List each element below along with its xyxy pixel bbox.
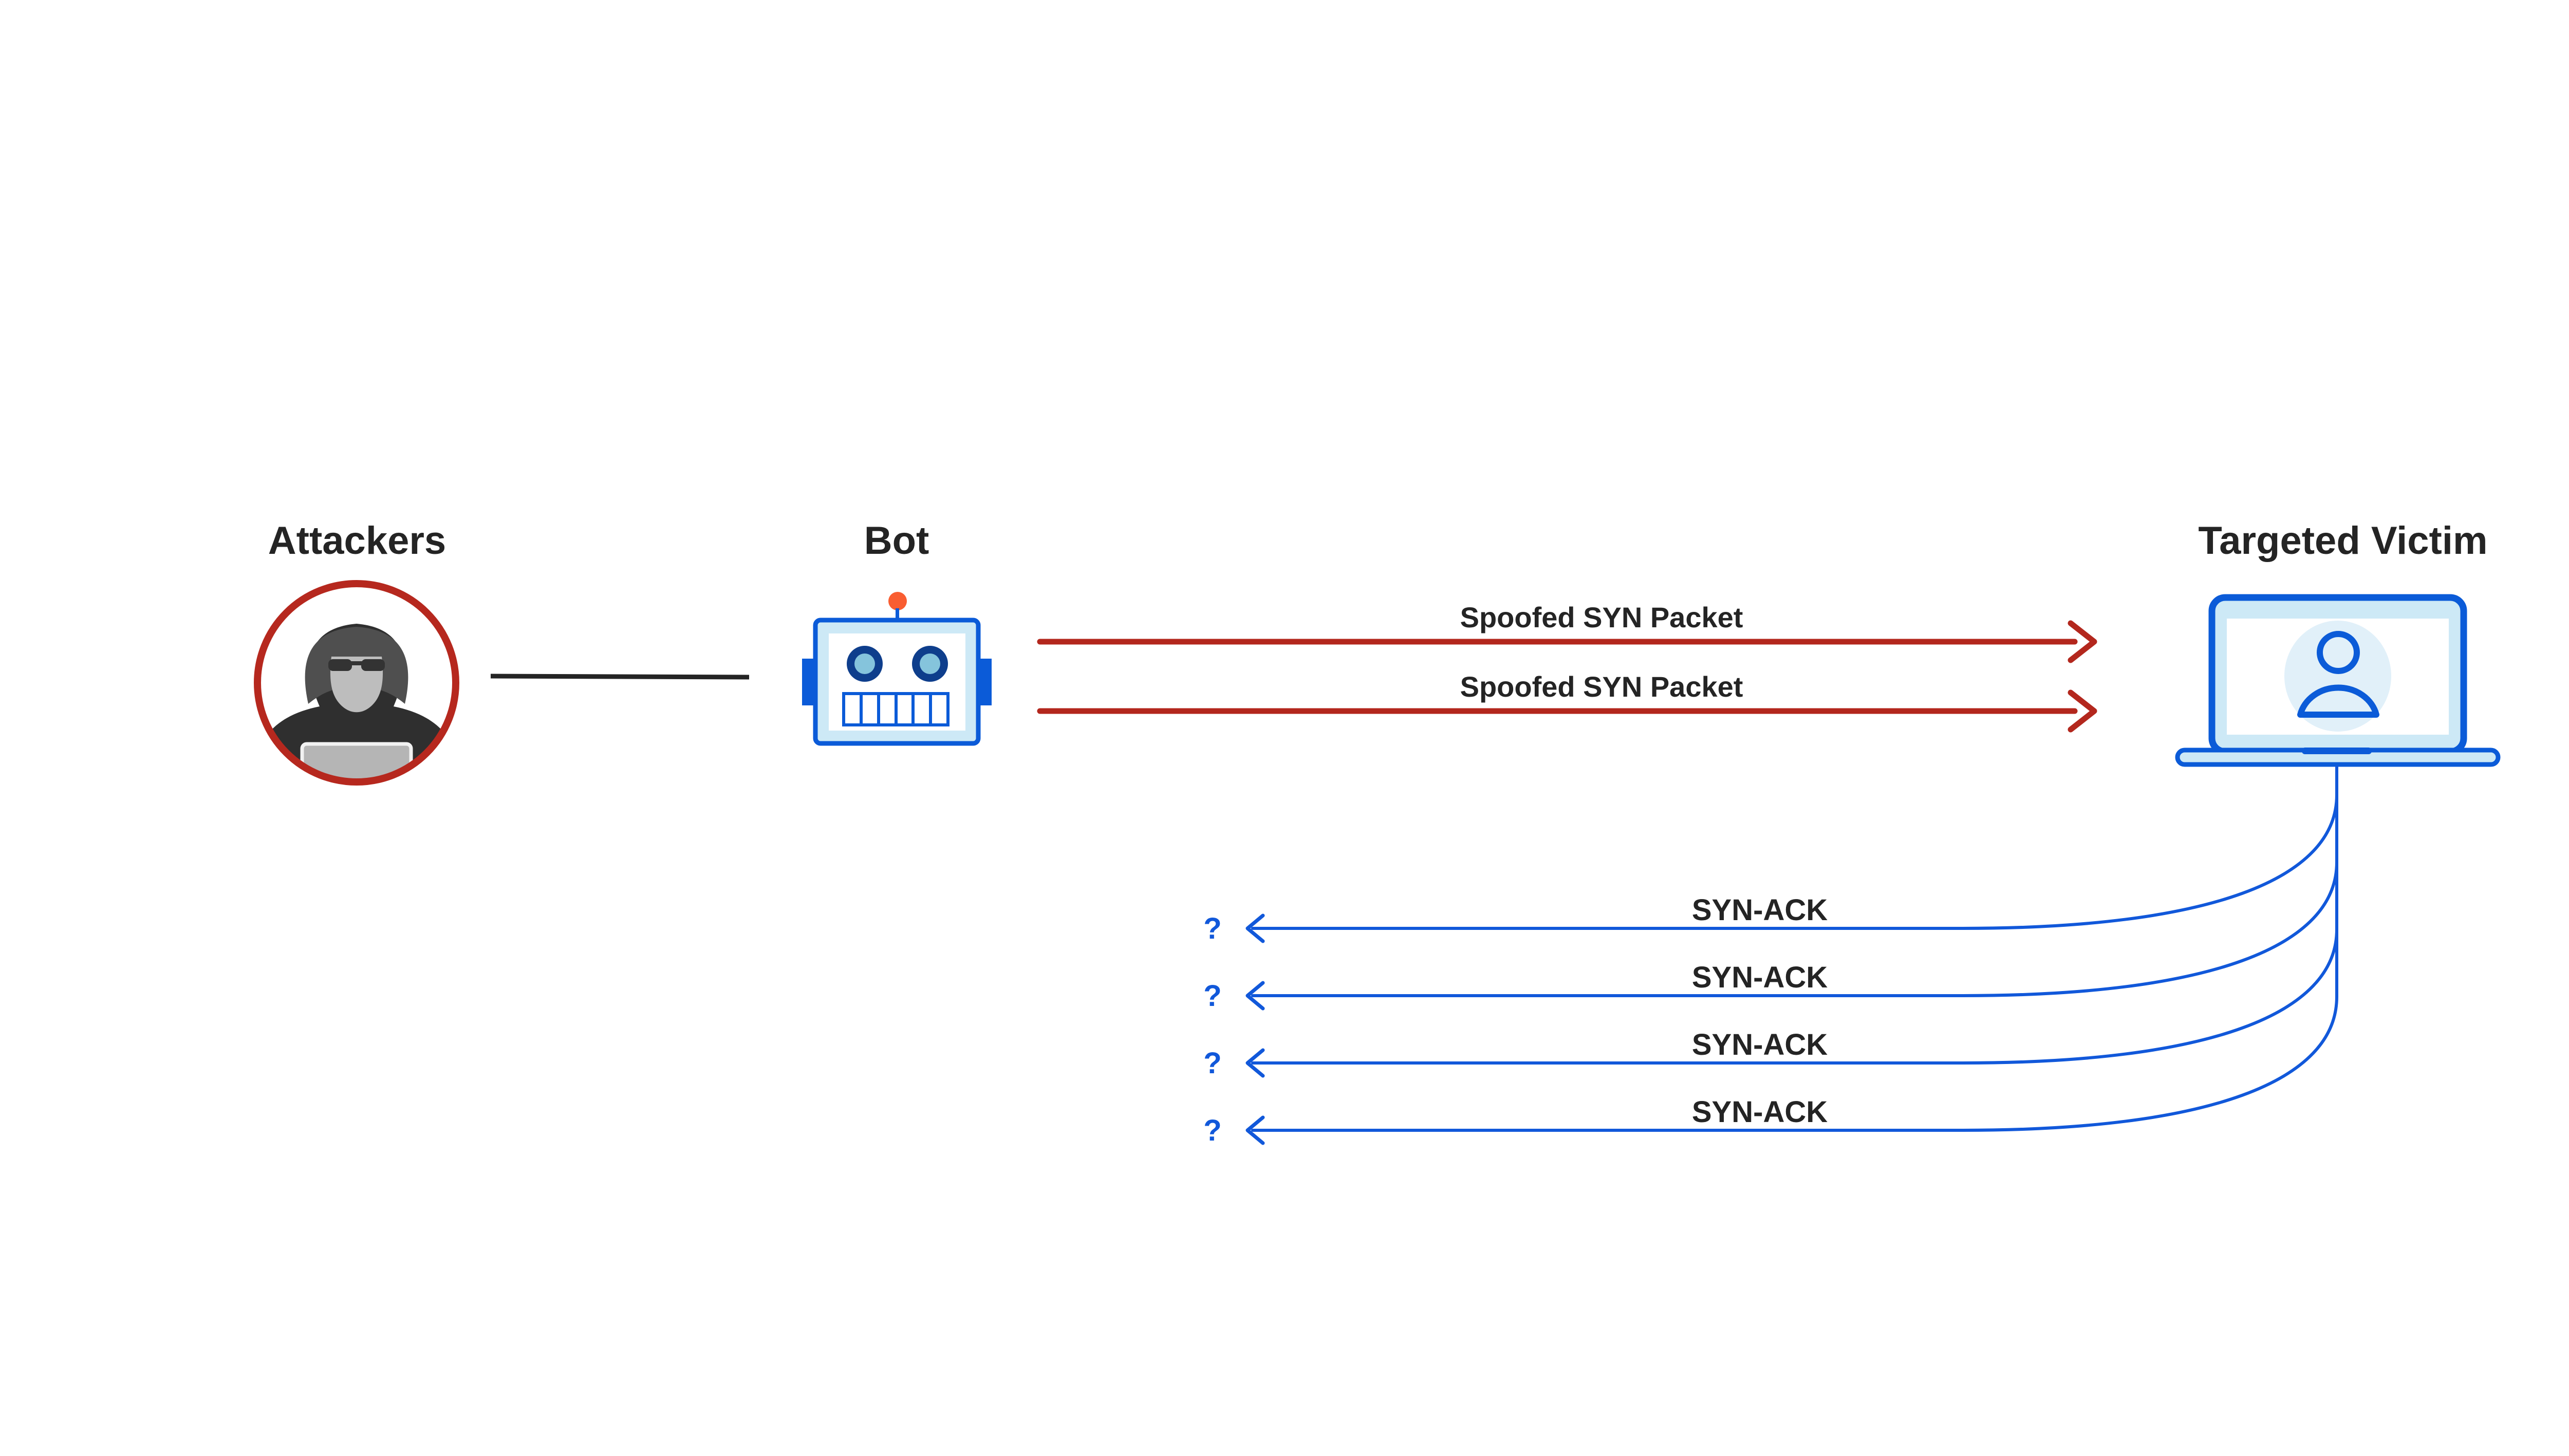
syn-ack-label-2: SYN-ACK — [1692, 961, 1828, 994]
question-mark-1: ? — [1203, 912, 1221, 945]
robot-mouth — [842, 692, 950, 726]
robot-pupil-left — [854, 654, 875, 674]
bot-label: Bot — [864, 519, 929, 563]
syn-packet-arrows — [1037, 620, 2097, 733]
node-labels: Attackers Bot Targeted Victim — [268, 519, 2488, 563]
robot-pupil-right — [920, 654, 940, 674]
hacker-sunglasses — [328, 659, 385, 671]
syn-ack-label-1: SYN-ACK — [1692, 893, 1828, 927]
laptop-base-fill — [2177, 750, 2498, 764]
robot-head-frame — [813, 618, 981, 746]
attacker-ring — [254, 580, 459, 786]
syn-packet-labels: Spoofed SYN Packet Spoofed SYN Packet — [1460, 601, 1743, 703]
attacker-bot-link-line — [490, 674, 750, 680]
syn-ack-curve-3 — [1251, 765, 2338, 1065]
laptop-hinge-notch — [2302, 748, 2372, 754]
syn-packet-label-1: Spoofed SYN Packet — [1460, 601, 1743, 633]
user-icon — [2297, 631, 2379, 718]
syn-ack-arrowhead-1 — [1245, 913, 1265, 943]
syn-ack-curves — [1245, 765, 2338, 1145]
syn-ack-curve-2 — [1251, 765, 2338, 997]
syn-ack-label-4: SYN-ACK — [1692, 1095, 1828, 1129]
syn-ack-curve-4 — [1251, 765, 2338, 1132]
victim-label: Targeted Victim — [2198, 519, 2487, 563]
question-mark-3: ? — [1203, 1047, 1221, 1080]
syn-ack-labels: SYN-ACK SYN-ACK SYN-ACK SYN-ACK — [1692, 893, 1828, 1129]
syn-ack-arrowhead-3 — [1245, 1048, 1265, 1078]
syn-packet-label-2: Spoofed SYN Packet — [1460, 670, 1743, 703]
robot-antenna-stem — [896, 608, 899, 622]
syn-ack-arrowhead-4 — [1245, 1115, 1265, 1145]
syn-ack-curve-1 — [1251, 765, 2338, 930]
syn-packet-arrowhead-1 — [2068, 620, 2097, 663]
syn-ack-arrowhead-2 — [1245, 981, 1265, 1011]
robot-eyes — [847, 646, 948, 682]
hacker-figure — [260, 624, 453, 779]
question-mark-2: ? — [1203, 979, 1221, 1013]
user-icon-shoulders — [2297, 684, 2379, 718]
question-mark-4: ? — [1203, 1114, 1221, 1147]
robot-antenna-ball — [888, 592, 907, 610]
unknown-destination-marks: ? ? ? ? — [1203, 912, 1221, 1147]
syn-packet-arrowhead-2 — [2068, 689, 2097, 733]
bot-robot-icon — [802, 592, 992, 746]
syn-ack-label-3: SYN-ACK — [1692, 1028, 1828, 1061]
attackers-label: Attackers — [268, 519, 446, 563]
attacker-hacker-icon — [254, 580, 459, 786]
user-avatar-background — [2284, 621, 2391, 732]
victim-laptop-icon — [2175, 594, 2501, 767]
user-icon-head — [2317, 631, 2360, 674]
